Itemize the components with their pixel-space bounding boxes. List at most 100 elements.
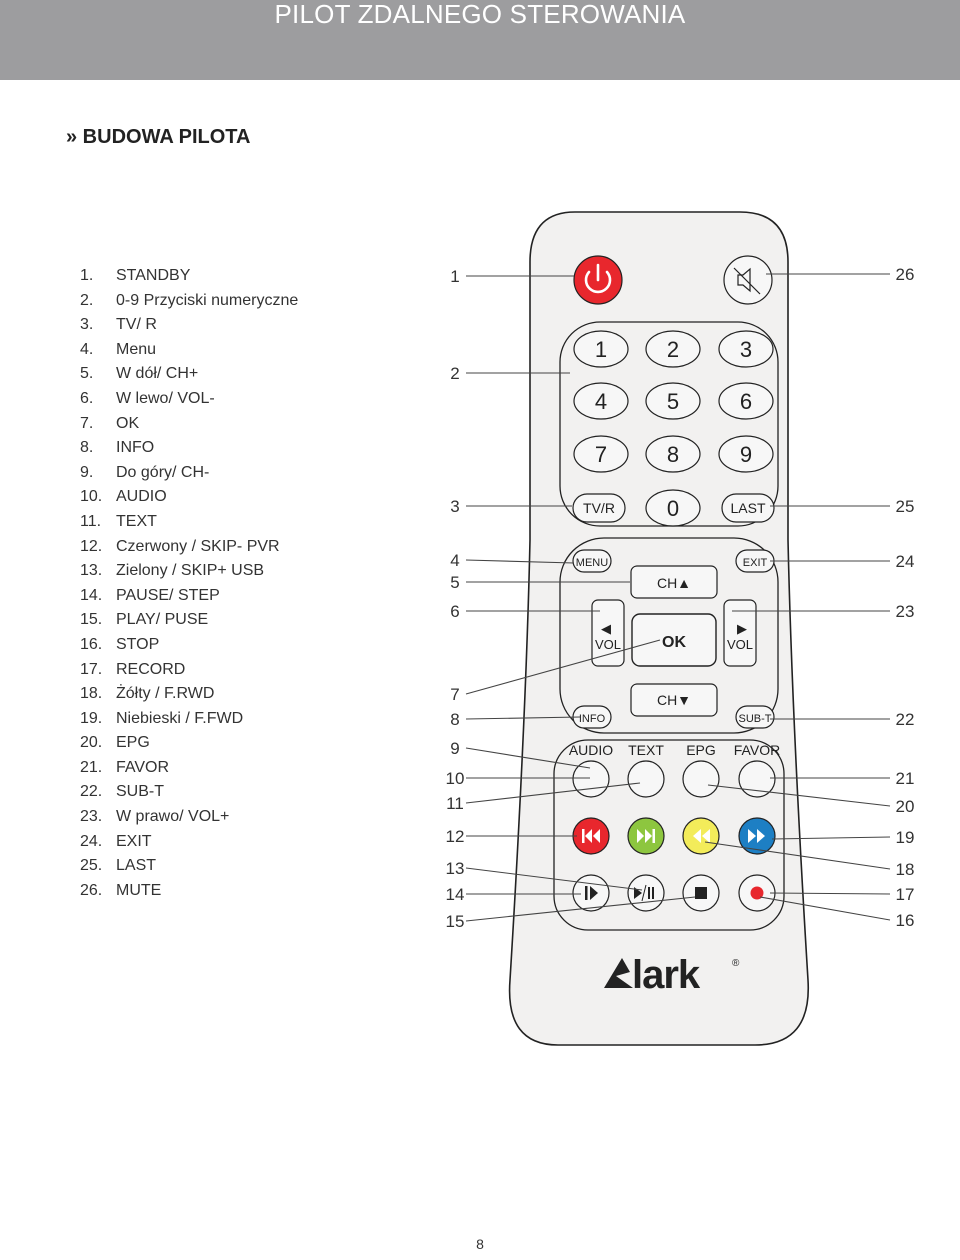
digit-label: 5	[667, 389, 679, 414]
right-arrow-icon: ▶	[737, 621, 747, 636]
legend-label: SUB-T	[116, 783, 164, 801]
callout-line	[465, 716, 581, 720]
legend-label: FAVOR	[116, 758, 170, 776]
legend-item: 1.STANDBY	[80, 264, 298, 289]
legend-item: 7. OK	[80, 412, 298, 437]
callout-lines	[465, 273, 891, 922]
legend-label: STANDBY	[116, 267, 191, 284]
pause-step-icon	[585, 886, 598, 900]
legend-item: 2.0-9 Przyciski numeryczne	[80, 289, 298, 314]
legend-label: Niebieski / F.FWD	[116, 709, 244, 727]
epg-button	[682, 760, 720, 798]
stop-icon	[695, 887, 707, 899]
section-title: » BUDOWA PILOTA	[66, 126, 251, 148]
text-label: TEXT	[628, 742, 664, 758]
stop-button	[682, 874, 720, 912]
legend-label: Zielony / SKIP+ USB	[116, 562, 265, 580]
callout-number: 22	[896, 710, 915, 729]
play-pause-button	[627, 874, 665, 912]
legend-item: 14. PAUSE/ STEP	[80, 584, 298, 609]
legend-label: TEXT	[116, 512, 157, 530]
legend-item: 13.Zielony / SKIP+ USB	[80, 559, 298, 584]
green-skip-forward-button	[627, 817, 665, 855]
callout-line	[465, 867, 643, 891]
epg-label: EPG	[686, 742, 716, 758]
callout-number: 19	[896, 828, 915, 847]
legend-number: 19.	[80, 709, 103, 727]
callout-number: 12	[446, 827, 465, 846]
legend-item: 23.W prawo/ VOL+	[80, 805, 298, 830]
legend-number: 21.	[80, 758, 103, 776]
legend-label: INFO	[116, 439, 155, 457]
legend-number: 9.	[80, 463, 94, 481]
legend-number: 22.	[80, 783, 103, 801]
favor-button	[738, 760, 776, 798]
record-button	[738, 874, 776, 912]
legend-item: 8. INFO	[80, 436, 298, 461]
digit-button: 4	[573, 382, 629, 420]
legend-item: 15.PLAY/ PUSE	[80, 608, 298, 633]
digit-label: 3	[740, 337, 752, 362]
callout-number: 26	[896, 265, 915, 284]
legend-item: 10.AUDIO	[80, 485, 298, 510]
ch-down-label: CH▼	[657, 692, 691, 708]
legend-number: 10.	[80, 488, 103, 506]
pause-step-button	[572, 874, 610, 912]
page-number: 8	[476, 1236, 484, 1252]
registered-mark: ®	[732, 958, 740, 969]
exit-label: EXIT	[743, 557, 768, 569]
callout-number: 14	[446, 885, 465, 904]
callout-number: 11	[446, 794, 464, 813]
digit-label: 9	[740, 442, 752, 467]
legend-item: 9. Do góry/ CH-	[80, 461, 298, 486]
legend-label: Do góry/ CH-	[116, 463, 210, 481]
callout-line	[769, 892, 891, 895]
legend-number: 3.	[80, 316, 94, 334]
favor-label: FAVOR	[734, 742, 780, 758]
legend-number: 7.	[80, 414, 94, 432]
blue-fast-forward-button	[738, 817, 776, 855]
legend-number: 15.	[80, 611, 103, 629]
digit-button: 0	[645, 489, 701, 527]
legend-item: 16.STOP	[80, 633, 298, 658]
subt-label: SUB-T	[739, 713, 772, 725]
legend-label: LAST	[116, 857, 157, 875]
legend-item: 3.TV/ R	[80, 313, 298, 338]
legend-item: 24.EXIT	[80, 830, 298, 855]
callout-number: 18	[896, 860, 915, 879]
legend-label: OK	[116, 414, 140, 432]
legend-label: PAUSE/ STEP	[116, 586, 220, 604]
legend-item: 4.Menu	[80, 338, 298, 363]
page-header: PILOT ZDALNEGO STEROWANIA	[0, 0, 960, 80]
digit-label: 2	[667, 337, 679, 362]
legend-number: 23.	[80, 808, 103, 826]
ch-down-button: CH▼	[630, 683, 718, 717]
callout-number: 17	[896, 885, 915, 904]
legend-number: 8.	[80, 439, 94, 457]
tvr-button: TV/R	[572, 493, 626, 523]
legend-label: STOP	[116, 635, 160, 653]
callout-line	[465, 559, 575, 564]
digit-button: 2	[645, 330, 701, 368]
callout-line	[771, 836, 891, 840]
legend-item: 5.W dół/ CH+	[80, 362, 298, 387]
legend-label: RECORD	[116, 660, 186, 678]
legend-number: 14.	[80, 586, 103, 604]
callout-line	[707, 784, 891, 807]
text-button	[627, 760, 665, 798]
callout-numbers: 1234567891011121314152625242322212019181…	[446, 265, 915, 931]
navigation-panel	[559, 537, 779, 734]
legend-number: 2.	[80, 291, 94, 309]
callout-number: 7	[450, 685, 459, 704]
function-panel	[553, 739, 785, 931]
skip-back-icon	[582, 829, 600, 843]
ch-up-button: CH▲	[630, 565, 718, 599]
callout-number: 16	[896, 911, 915, 930]
digit-label: 7	[595, 442, 607, 467]
menu-button: MENU	[572, 549, 612, 573]
legend-number: 17.	[80, 660, 103, 678]
legend-item: 12.Czerwony / SKIP- PVR	[80, 535, 298, 560]
digit-button: 6	[718, 382, 774, 420]
legend-number: 6.	[80, 389, 94, 407]
legend-number: 11.	[80, 512, 102, 530]
